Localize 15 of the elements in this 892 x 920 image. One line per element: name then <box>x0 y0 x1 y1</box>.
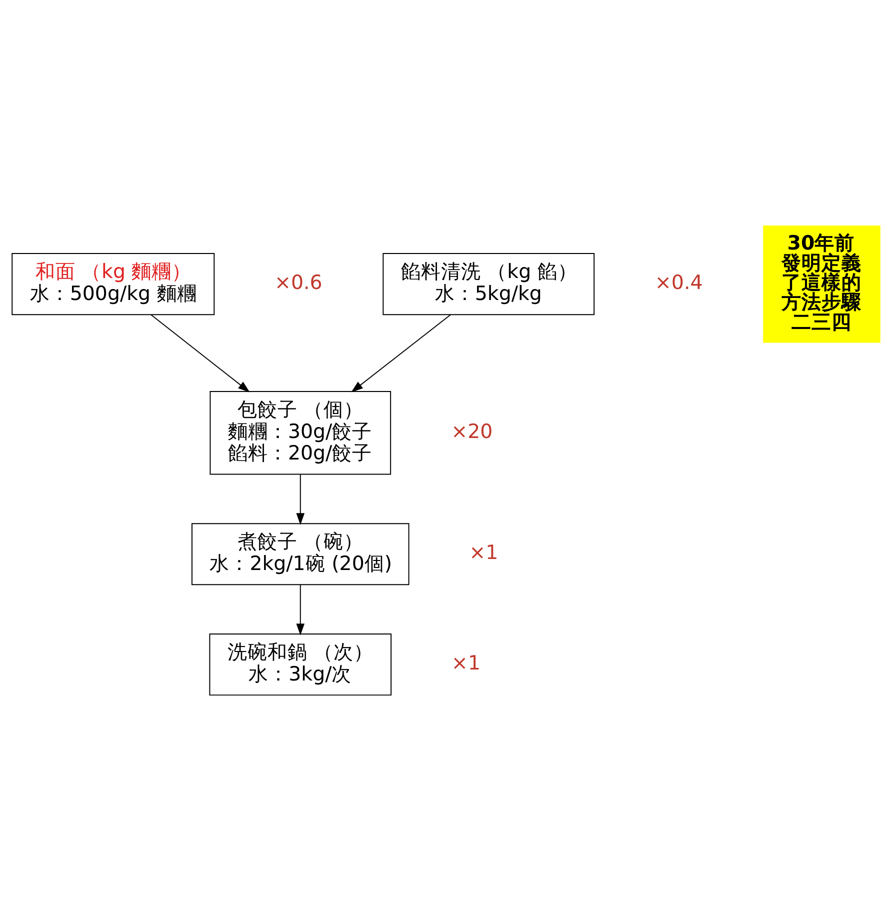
arrow <box>296 584 305 635</box>
node-box: 洗碗和鍋 （次） 水：3kg/次 <box>209 632 392 696</box>
node-label: ×1 <box>451 650 480 674</box>
node-label: ×0.6 <box>274 270 322 294</box>
arrow <box>296 474 305 525</box>
arrow <box>150 314 250 392</box>
node-box: 包餃子 （個） 麵糰：30g/餃子 餡料：20g/餃子 <box>210 390 392 474</box>
node-box: 餡料清洗 （kg 餡） 水：5kg/kg <box>382 252 595 315</box>
arrow <box>351 314 452 392</box>
node-box: 煮餃子 （碗） 水：2kg/1碗 (20個) <box>191 522 410 585</box>
node-box: 和面 （kg 麵糰） 水：500g/kg 麵糰 <box>12 252 215 315</box>
node-label: ×0.4 <box>654 270 703 294</box>
node-box: 30年前發明定義了這樣的方法步驟二三四 <box>763 224 880 342</box>
node-label: ×1 <box>469 540 498 564</box>
node-label: ×20 <box>451 419 493 442</box>
